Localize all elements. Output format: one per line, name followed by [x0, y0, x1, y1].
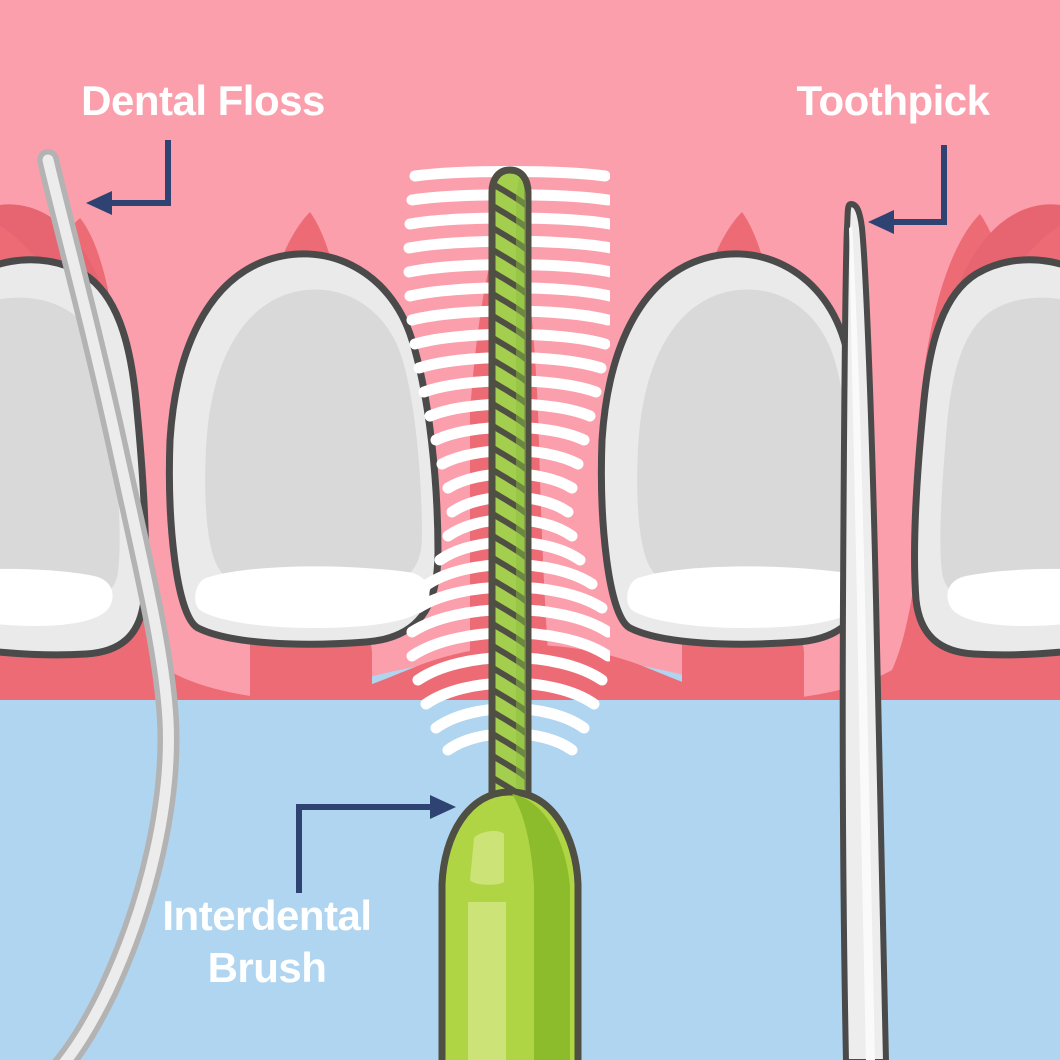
arrowhead-icon: [868, 210, 894, 234]
label-dental-floss: Dental Floss: [81, 77, 325, 124]
interdental-brush-handle[interactable]: [438, 788, 582, 1060]
arrow-toothpick: [868, 145, 947, 234]
tooth-4: [911, 256, 1060, 659]
gum-shadow-left: [0, 204, 126, 392]
brush-wire-shade: [516, 178, 526, 800]
interdental-brush-wire[interactable]: [488, 166, 532, 820]
brush-handle-shade: [512, 794, 570, 1060]
tooth-1-highlight: [0, 568, 113, 626]
gum-shadow-right: [934, 204, 1060, 392]
brush-handle-highlight-body: [468, 902, 506, 1060]
brush-handle-highlight-top: [470, 831, 504, 885]
tooth-3: [597, 250, 874, 648]
arrow-interdental-brush: [296, 795, 456, 893]
tooth-4-highlight: [947, 568, 1060, 626]
tooth-1: [0, 256, 149, 659]
tooth-4-inner-shade: [940, 297, 1060, 602]
arrow-dental-floss: [86, 140, 171, 215]
tooth-2-inner-shade: [205, 289, 422, 590]
tooth-2-highlight: [195, 566, 430, 628]
floss-core: [42, 154, 174, 1060]
arrowhead-icon: [430, 795, 456, 819]
label-interdental-brush-line2: Brush: [208, 944, 327, 991]
tooth-2: [165, 250, 442, 648]
tooth-3-inner-shade: [637, 289, 854, 590]
arrowhead-icon: [86, 191, 112, 215]
label-toothpick: Toothpick: [796, 77, 990, 124]
label-interdental-brush-line1: Interdental: [162, 892, 371, 939]
dental-floss[interactable]: [37, 149, 180, 1060]
toothpick-highlight: [849, 226, 875, 1060]
toothpick[interactable]: [839, 201, 889, 1060]
tooth-3-highlight: [627, 566, 862, 628]
